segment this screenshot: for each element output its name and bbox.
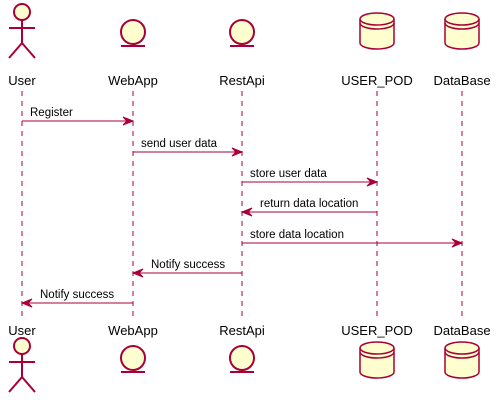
database-icon bbox=[444, 12, 480, 50]
database-body bbox=[359, 341, 395, 379]
database-rim bbox=[359, 18, 395, 26]
database-band bbox=[444, 351, 480, 359]
message-6: Notify success bbox=[131, 259, 242, 278]
message-label: Register bbox=[30, 107, 73, 119]
message-label: store user data bbox=[250, 168, 327, 180]
participant-label: USER_POD bbox=[341, 323, 413, 338]
database-band bbox=[444, 22, 480, 30]
entity-icon bbox=[120, 19, 146, 47]
participant-database-bottom: DataBase bbox=[433, 323, 491, 379]
message-label: send user data bbox=[141, 138, 218, 150]
message-label: store data location bbox=[250, 229, 344, 241]
actor-left-leg bbox=[8, 42, 23, 59]
participant-webapp-bottom: WebApp bbox=[108, 323, 158, 373]
entity-circle bbox=[120, 345, 146, 371]
participant-label: USER_POD bbox=[341, 73, 413, 88]
database-rim bbox=[444, 18, 480, 26]
database-band bbox=[359, 22, 395, 30]
message-3: store user data bbox=[242, 168, 379, 187]
participant-label: RestApi bbox=[219, 323, 265, 338]
participant-label: WebApp bbox=[108, 323, 158, 338]
database-body bbox=[444, 12, 480, 50]
participant-label: WebApp bbox=[108, 73, 158, 88]
arrow-head bbox=[20, 298, 33, 308]
messages: Register send user data store user data ret… bbox=[20, 107, 464, 308]
participant-label: User bbox=[8, 323, 36, 338]
entity-icon bbox=[120, 345, 146, 373]
database-rim bbox=[444, 347, 480, 355]
actor-head bbox=[13, 337, 31, 355]
message-1: Register bbox=[22, 107, 135, 126]
participant-webapp-top: WebApp bbox=[108, 19, 158, 88]
database-band bbox=[359, 351, 395, 359]
actor-right-leg bbox=[21, 42, 36, 59]
participant-database-top: DataBase bbox=[433, 12, 491, 88]
actor-icon bbox=[8, 3, 36, 59]
arrow-head bbox=[131, 268, 144, 278]
entity-icon bbox=[229, 345, 255, 373]
database-rim bbox=[359, 347, 395, 355]
actor-left-leg bbox=[8, 376, 23, 393]
database-body bbox=[444, 341, 480, 379]
message-7: Notify success bbox=[20, 289, 133, 308]
actor-right-leg bbox=[21, 376, 36, 393]
message-4: return data location bbox=[240, 198, 377, 217]
participant-user_pod-top: USER_POD bbox=[341, 12, 413, 88]
message-label: Notify success bbox=[40, 289, 114, 301]
message-2: send user data bbox=[133, 138, 244, 157]
bottom-participants: User WebApp RestApi USER_POD DataBase bbox=[8, 323, 491, 393]
entity-circle bbox=[120, 19, 146, 45]
participant-user_pod-bottom: USER_POD bbox=[341, 323, 413, 379]
arrow-head bbox=[240, 207, 253, 217]
participant-label: RestApi bbox=[219, 73, 265, 88]
participant-restapi-top: RestApi bbox=[219, 19, 265, 88]
entity-icon bbox=[229, 19, 255, 47]
arrow-head bbox=[231, 147, 244, 157]
database-icon bbox=[444, 341, 480, 379]
database-icon bbox=[359, 341, 395, 379]
message-label: return data location bbox=[260, 198, 358, 210]
participant-label: User bbox=[8, 73, 36, 88]
entity-circle bbox=[229, 19, 255, 45]
lifelines bbox=[21, 91, 463, 318]
actor-head bbox=[13, 3, 31, 21]
arrow-head bbox=[451, 238, 464, 248]
message-label: Notify success bbox=[151, 259, 225, 271]
participant-label: DataBase bbox=[433, 323, 490, 338]
database-icon bbox=[359, 12, 395, 50]
actor-icon bbox=[8, 337, 36, 393]
arrow-head bbox=[366, 177, 379, 187]
arrow-head bbox=[122, 116, 135, 126]
participant-user-top: User bbox=[8, 3, 36, 88]
participant-user-bottom: User bbox=[8, 323, 36, 393]
top-participants: User WebApp RestApi USER_POD DataBase bbox=[8, 3, 491, 88]
participant-label: DataBase bbox=[433, 73, 490, 88]
message-5: store data location bbox=[242, 229, 464, 248]
entity-circle bbox=[229, 345, 255, 371]
participant-restapi-bottom: RestApi bbox=[219, 323, 265, 373]
database-body bbox=[359, 12, 395, 50]
